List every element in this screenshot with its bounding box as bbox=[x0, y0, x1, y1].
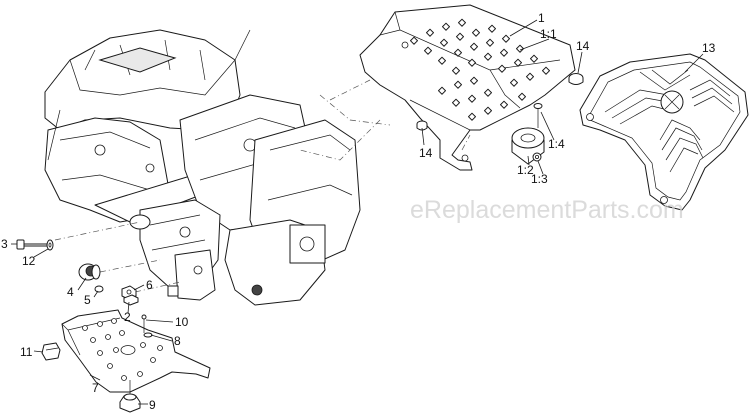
skid-plate bbox=[61, 309, 211, 393]
callout-6: 6 bbox=[146, 278, 153, 292]
callouts: 1 1:1 14 13 14 1:4 1:2 1:3 3 12 4 5 6 2 … bbox=[1, 11, 716, 412]
callout-5: 5 bbox=[84, 293, 91, 307]
platform-grip-holes bbox=[409, 18, 551, 121]
callout-10: 10 bbox=[175, 315, 189, 329]
callout-14-left: 14 bbox=[419, 146, 433, 160]
screw bbox=[141, 314, 147, 333]
stud bbox=[533, 103, 543, 128]
floor-mat bbox=[579, 53, 749, 211]
callout-4: 4 bbox=[67, 285, 74, 299]
bumper-right bbox=[568, 73, 584, 85]
callout-3: 3 bbox=[1, 237, 8, 251]
mount-washer bbox=[94, 285, 104, 293]
main-frame bbox=[44, 29, 361, 306]
clip bbox=[41, 342, 61, 361]
callout-9: 9 bbox=[149, 398, 156, 412]
callout-1-4: 1:4 bbox=[548, 137, 565, 151]
washer bbox=[46, 239, 54, 251]
callout-7: 7 bbox=[92, 381, 99, 395]
callout-1-1: 1:1 bbox=[540, 27, 557, 41]
nut bbox=[532, 152, 542, 162]
callout-13: 13 bbox=[702, 41, 716, 55]
foot-platform bbox=[359, 4, 576, 171]
leader-lines bbox=[11, 19, 704, 405]
callout-12: 12 bbox=[22, 254, 36, 268]
mount-bushing bbox=[78, 263, 101, 281]
callout-8: 8 bbox=[174, 334, 181, 348]
bolt bbox=[16, 239, 48, 250]
lock-nut bbox=[123, 294, 139, 306]
callout-11: 11 bbox=[20, 345, 33, 359]
knob bbox=[119, 380, 141, 413]
callout-14-right: 14 bbox=[576, 39, 590, 53]
callout-2: 2 bbox=[124, 310, 131, 324]
callout-1: 1 bbox=[538, 11, 545, 25]
callout-1-2: 1:2 bbox=[517, 163, 534, 177]
watermark: eReplacementParts.com bbox=[410, 196, 684, 224]
flat-washer bbox=[143, 332, 153, 338]
callout-1-3: 1:3 bbox=[531, 172, 548, 186]
